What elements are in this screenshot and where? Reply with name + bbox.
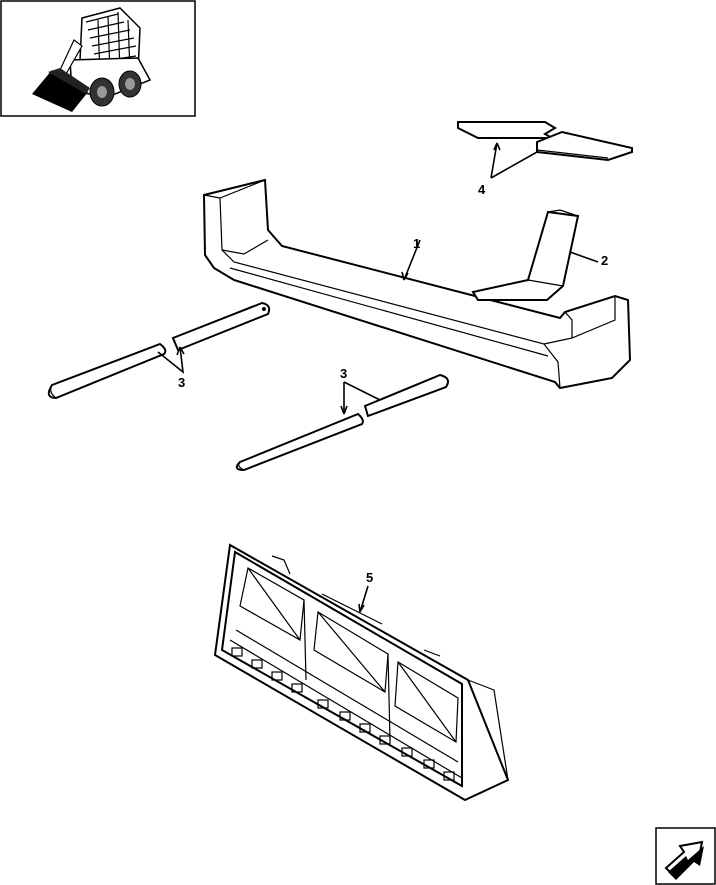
skid-steer-loader-icon [0,0,196,117]
part-5-bucket [213,543,510,802]
part-3-rods-right [235,373,449,472]
part-1-pad-frame [202,178,632,390]
callout-3-left: 3 [178,375,185,390]
part-3-rods-left [47,301,271,400]
callout-3-middle: 3 [340,366,347,381]
next-page-arrow-icon[interactable] [655,827,716,885]
callout-2: 2 [601,253,608,268]
callout-4: 4 [478,182,486,197]
part-2-angled-pad [471,209,599,301]
callout-5: 5 [366,570,373,585]
part-4-pads [457,121,633,179]
callout-1: 1 [413,236,420,251]
